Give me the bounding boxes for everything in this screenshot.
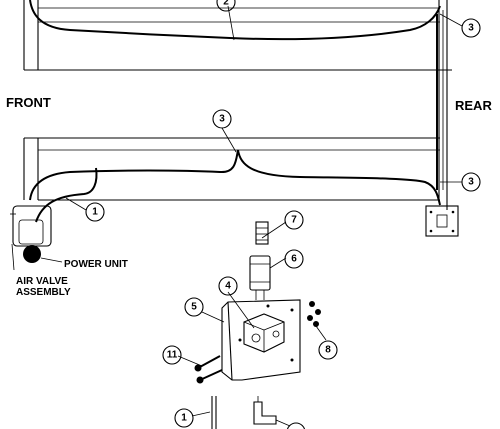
air-valve-leader bbox=[11, 243, 15, 271]
callout-2-top-hose: 2 bbox=[216, 0, 236, 12]
upper-frame-rail bbox=[23, 0, 452, 71]
nuts-8 bbox=[307, 301, 321, 327]
elbow-fitting bbox=[253, 396, 277, 425]
callout-leaders bbox=[65, 5, 463, 427]
svg-text:6: 6 bbox=[291, 254, 297, 265]
callout-7-fitting: 7 bbox=[284, 210, 304, 230]
middle-hose bbox=[29, 149, 441, 206]
callout-3-rear-box: 3 bbox=[461, 172, 481, 192]
power-unit-leader bbox=[40, 257, 63, 263]
callout-partial-bottom bbox=[286, 422, 306, 429]
callout-1-power-hose: 1 bbox=[85, 202, 105, 222]
callout-11-bolts: 11 bbox=[162, 345, 182, 365]
rear-posts bbox=[436, 0, 448, 210]
svg-text:7: 7 bbox=[291, 215, 297, 226]
svg-text:5: 5 bbox=[191, 302, 197, 313]
coupler-6 bbox=[249, 255, 271, 300]
svg-text:3: 3 bbox=[219, 114, 225, 125]
svg-text:2: 2 bbox=[223, 0, 229, 8]
bolts-11 bbox=[194, 355, 223, 384]
callout-3-middle: 3 bbox=[212, 109, 232, 129]
rear-junction-box bbox=[425, 205, 459, 237]
svg-text:1: 1 bbox=[181, 413, 187, 424]
callout-5-bracket: 5 bbox=[184, 297, 204, 317]
callout-1-bottom-hose: 1 bbox=[174, 408, 194, 428]
valve-4 bbox=[243, 313, 285, 353]
svg-text:4: 4 bbox=[225, 281, 231, 292]
rear-label: REAR bbox=[455, 98, 492, 113]
power-unit-label: POWER UNIT bbox=[64, 259, 128, 270]
power-unit bbox=[10, 205, 52, 263]
air-valve-label-line2: ASSEMBLY bbox=[16, 287, 71, 298]
front-label: FRONT bbox=[6, 95, 51, 110]
callout-4-valve: 4 bbox=[218, 276, 238, 296]
svg-text:1: 1 bbox=[92, 207, 98, 218]
top-hose bbox=[29, 0, 441, 41]
svg-text:11: 11 bbox=[167, 350, 178, 361]
svg-text:3: 3 bbox=[468, 177, 474, 188]
callout-3-top-rear: 3 bbox=[461, 18, 481, 38]
callout-8-nuts: 8 bbox=[318, 340, 338, 360]
power-unit-hose bbox=[35, 167, 98, 223]
callout-6-coupler: 6 bbox=[284, 249, 304, 269]
svg-text:3: 3 bbox=[468, 23, 474, 34]
bracket-5 bbox=[221, 299, 301, 381]
fitting-7 bbox=[255, 221, 269, 245]
bottom-hose-piece bbox=[211, 396, 217, 429]
svg-text:8: 8 bbox=[325, 345, 331, 356]
air-valve-label-line1: AIR VALVE bbox=[16, 276, 68, 287]
